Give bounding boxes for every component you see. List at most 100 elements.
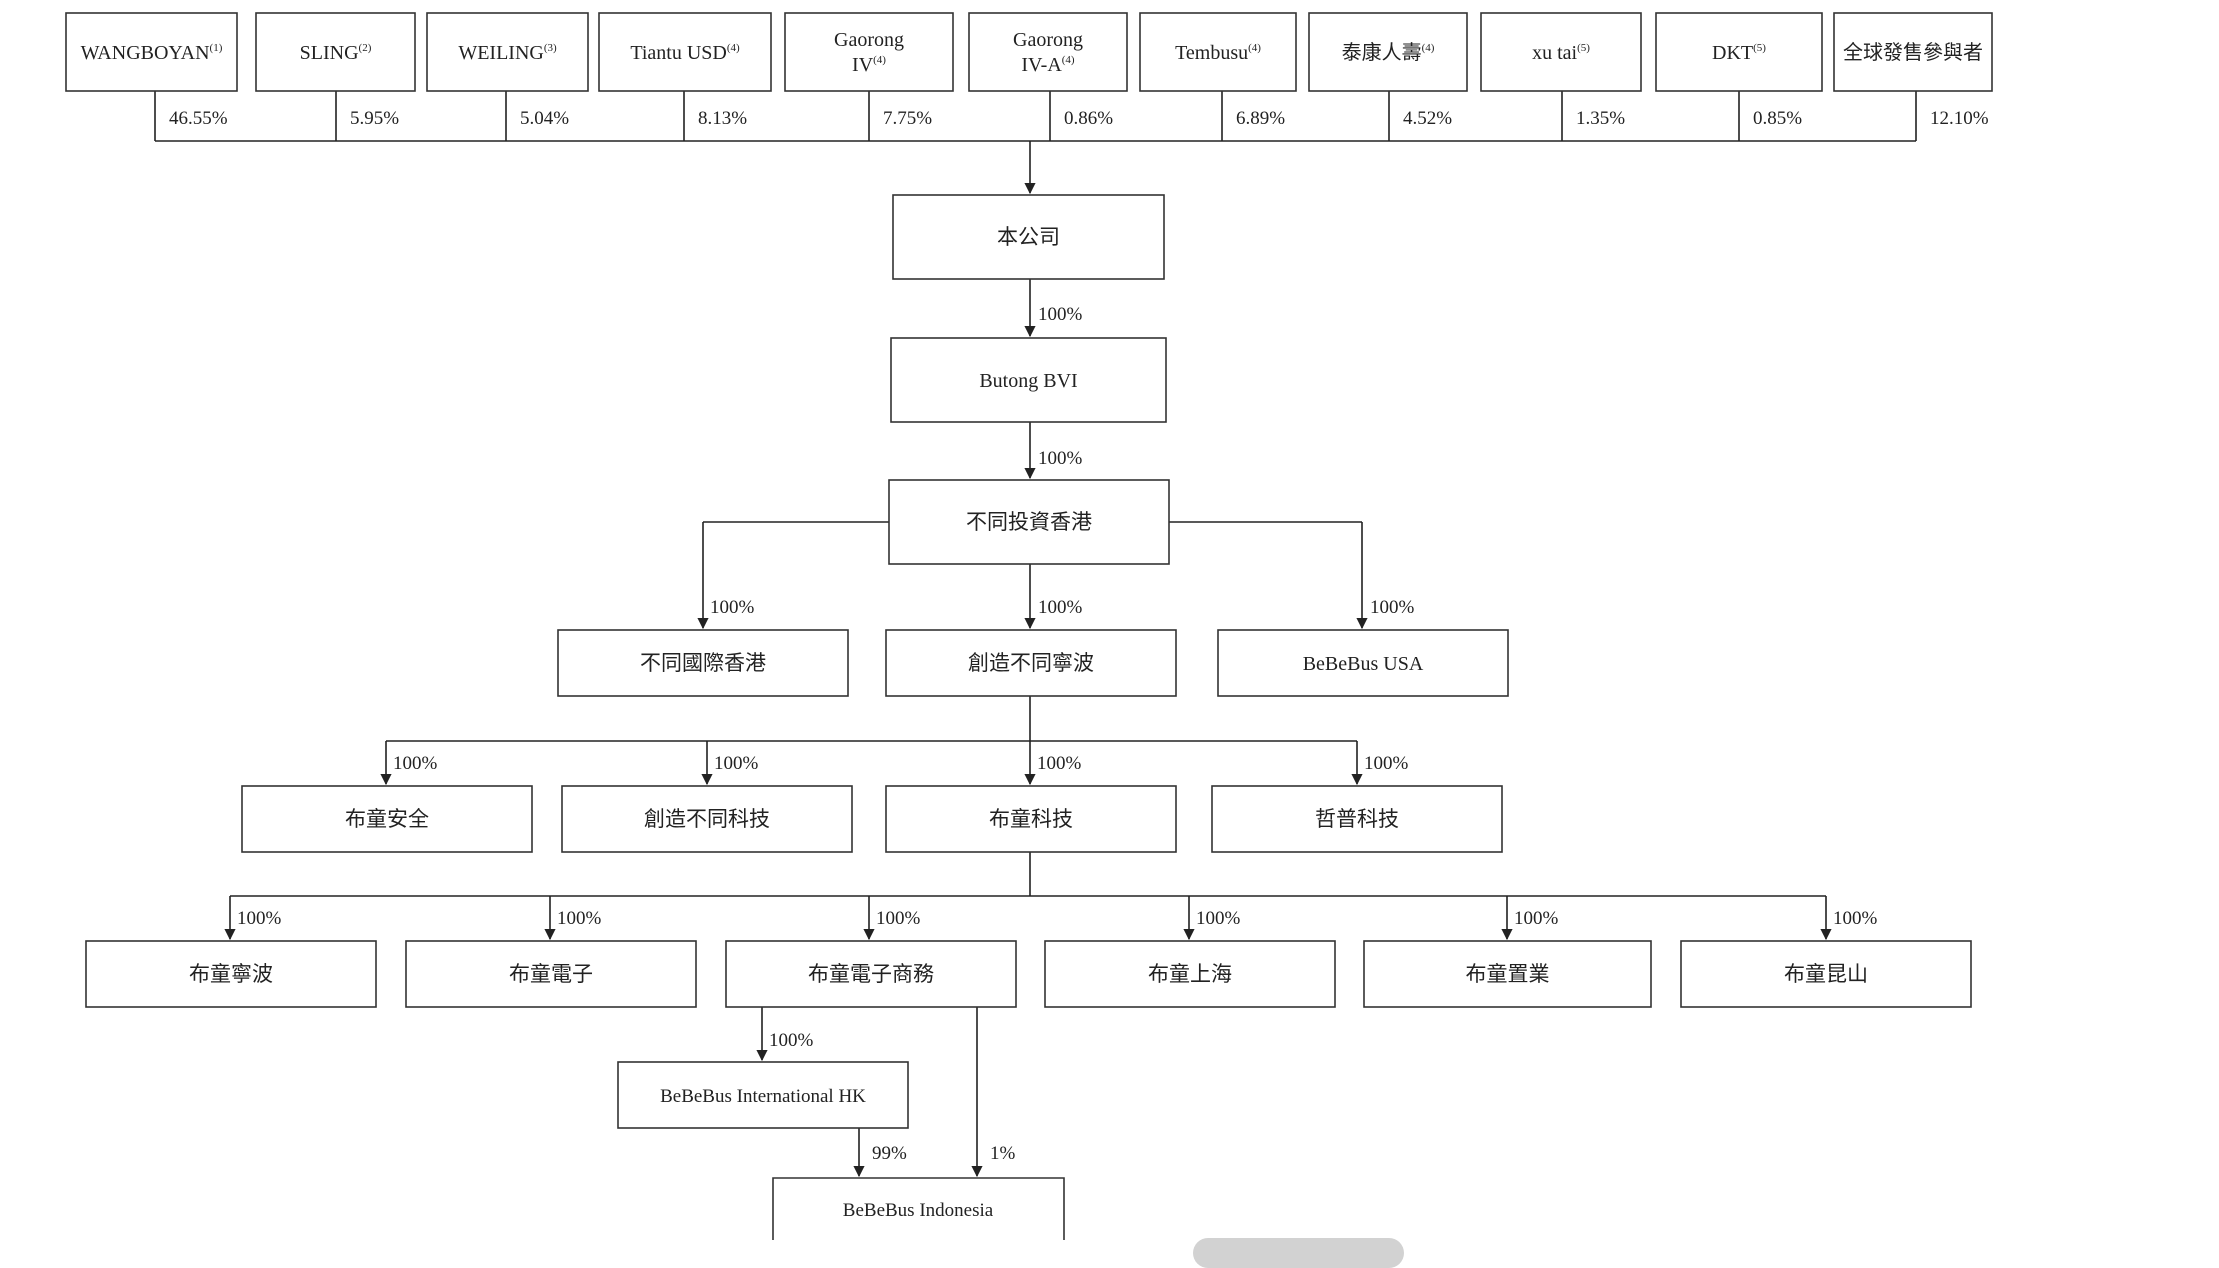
shareholder-box <box>1139 12 1297 92</box>
shareholder-box <box>598 12 772 92</box>
entity-butong-hk[interactable]: 不同投資香港 <box>888 479 1170 565</box>
shareholder-name: 全球發售參與者 <box>1843 41 1983 64</box>
entity-butong-electronics[interactable]: 布童電子 <box>405 940 697 1008</box>
entity-bebebus-intl-hk-label: BeBeBus International HK <box>660 1086 866 1107</box>
pct-company-bvi: 100% <box>1038 304 1083 325</box>
pct-hk-usa: 100% <box>1370 597 1415 618</box>
shareholder-name-line2: IV-A(4) <box>1021 54 1075 76</box>
shareholder-box <box>1308 12 1468 92</box>
entity-chuangzao-ningbo[interactable]: 創造不同寧波 <box>885 629 1177 697</box>
entity-butong-bvi-box <box>890 337 1167 423</box>
pct-hk-intl: 100% <box>710 597 755 618</box>
shareholder-name-line: Tiantu USD(4) <box>630 42 740 64</box>
shareholder-sh-tembusu[interactable]: Tembusu(4) <box>1139 12 1297 92</box>
shareholding-pct: 12.10% <box>1930 108 1989 129</box>
entity-butong-property[interactable]: 布童置業 <box>1363 940 1652 1008</box>
shareholding-pct: 7.75% <box>883 108 932 129</box>
shareholding-pct: 46.55% <box>169 108 228 129</box>
entity-bebebus-usa-box <box>1217 629 1509 697</box>
shareholder-sh-global[interactable]: 全球發售參與者 <box>1833 12 1993 92</box>
pct-tech_to_kunshan: 100% <box>1833 908 1878 929</box>
pct-bebebus-hk-indonesia: 99% <box>872 1143 907 1164</box>
shareholding-pct: 6.89% <box>1236 108 1285 129</box>
entity-bebebus-intl-hk-box <box>617 1061 909 1129</box>
entity-butong-intl-hk-label: 不同國際香港 <box>640 651 766 675</box>
entity-bebebus-indonesia[interactable]: BeBeBus Indonesia <box>772 1177 1065 1240</box>
shareholder-name: 泰康人壽 <box>1342 41 1422 64</box>
horizontal-scrollbar[interactable] <box>1193 1238 1404 1268</box>
shareholder-name: WANGBOYAN <box>81 42 210 64</box>
shareholder-name: Tembusu <box>1175 42 1248 64</box>
shareholder-footnote: (3) <box>544 42 557 54</box>
entity-chuangzao-tech-box <box>561 785 853 853</box>
pct-tech_to_butong_ningbo: 100% <box>237 908 282 929</box>
shareholder-footnote: (1) <box>210 42 223 54</box>
entity-butong-hk-label: 不同投資香港 <box>966 510 1092 534</box>
shareholder-box <box>784 12 954 92</box>
shareholder-name-line: SLING(2) <box>300 42 372 64</box>
shareholding-pct: 5.95% <box>350 108 399 129</box>
pct-ningbo_to_safety: 100% <box>393 753 438 774</box>
entity-bebebus-indonesia-box <box>772 1177 1065 1240</box>
pct-ningbo_to_chuangzao_tech: 100% <box>714 753 759 774</box>
shareholder-name: DKT <box>1712 42 1753 64</box>
shareholder-footnote: (4) <box>873 54 886 66</box>
shareholder-box <box>1833 12 1993 92</box>
entity-bebebus-usa[interactable]: BeBeBus USA <box>1217 629 1509 697</box>
pct-tech_to_ecommerce: 100% <box>876 908 921 929</box>
shareholder-sh-weiling[interactable]: WEILING(3) <box>426 12 589 92</box>
shareholder-sh-taikang[interactable]: 泰康人壽(4) <box>1308 12 1468 92</box>
shareholder-name-part: IV <box>852 54 874 76</box>
entity-butong-safety-label: 布童安全 <box>345 807 429 831</box>
entity-butong-ecommerce[interactable]: 布童電子商務 <box>725 940 1017 1008</box>
shareholder-name: xu tai <box>1532 42 1577 64</box>
pct-ningbo_to_zhepu: 100% <box>1364 753 1409 774</box>
entity-butong-ningbo-box <box>85 940 377 1008</box>
entity-butong-bvi-label: Butong BVI <box>979 370 1077 392</box>
entity-butong-shanghai[interactable]: 布童上海 <box>1044 940 1336 1008</box>
entity-chuangzao-tech-label: 創造不同科技 <box>644 807 770 831</box>
shareholder-box <box>1480 12 1642 92</box>
entity-chuangzao-ningbo-label: 創造不同寧波 <box>968 651 1094 675</box>
shareholder-name-line: DKT(5) <box>1712 42 1766 64</box>
shareholder-box <box>968 12 1128 92</box>
entity-butong-safety[interactable]: 布童安全 <box>241 785 533 853</box>
entity-company[interactable]: 本公司 <box>892 194 1165 280</box>
entity-butong-ningbo[interactable]: 布童寧波 <box>85 940 377 1008</box>
shareholder-name-line: 泰康人壽(4) <box>1342 41 1435 64</box>
entity-chuangzao-tech[interactable]: 創造不同科技 <box>561 785 853 853</box>
shareholder-sh-sling[interactable]: SLING(2) <box>255 12 416 92</box>
entity-butong-electronics-box <box>405 940 697 1008</box>
pct-tech_to_shanghai: 100% <box>1196 908 1241 929</box>
entity-butong-property-box <box>1363 940 1652 1008</box>
shareholder-name-line2: IV(4) <box>852 54 886 76</box>
entity-chuangzao-ningbo-box <box>885 629 1177 697</box>
shareholder-footnote: (4) <box>1062 54 1075 66</box>
shareholder-name: Gaorong <box>834 29 904 51</box>
entity-butong-tech[interactable]: 布童科技 <box>885 785 1177 853</box>
shareholder-sh-xutai[interactable]: xu tai(5) <box>1480 12 1642 92</box>
entity-zhepu-tech[interactable]: 哲普科技 <box>1211 785 1503 853</box>
shareholder-sh-tiantu[interactable]: Tiantu USD(4) <box>598 12 772 92</box>
shareholder-footnote: (4) <box>1248 42 1261 54</box>
shareholder-footnote: (4) <box>727 42 740 54</box>
shareholder-footnote: (5) <box>1753 42 1766 54</box>
pct-bvi-hk: 100% <box>1038 448 1083 469</box>
shareholder-name-line: Tembusu(4) <box>1175 42 1261 64</box>
shareholding-pct: 4.52% <box>1403 108 1452 129</box>
shareholder-sh-dkt[interactable]: DKT(5) <box>1655 12 1823 92</box>
entity-butong-bvi[interactable]: Butong BVI <box>890 337 1167 423</box>
entity-butong-tech-label: 布童科技 <box>989 807 1073 831</box>
entity-butong-ningbo-label: 布童寧波 <box>189 962 273 986</box>
shareholder-sh-wangboyan[interactable]: WANGBOYAN(1) <box>65 12 238 92</box>
entity-butong-intl-hk-box <box>557 629 849 697</box>
entity-butong-intl-hk[interactable]: 不同國際香港 <box>557 629 849 697</box>
entity-company-box <box>892 194 1165 280</box>
entity-bebebus-intl-hk[interactable]: BeBeBus International HK <box>617 1061 909 1129</box>
pct-ecommerce-indonesia: 1% <box>990 1143 1016 1164</box>
entity-company-label: 本公司 <box>997 225 1060 249</box>
entity-butong-ecommerce-box <box>725 940 1017 1008</box>
entity-butong-kunshan[interactable]: 布童昆山 <box>1680 940 1972 1008</box>
